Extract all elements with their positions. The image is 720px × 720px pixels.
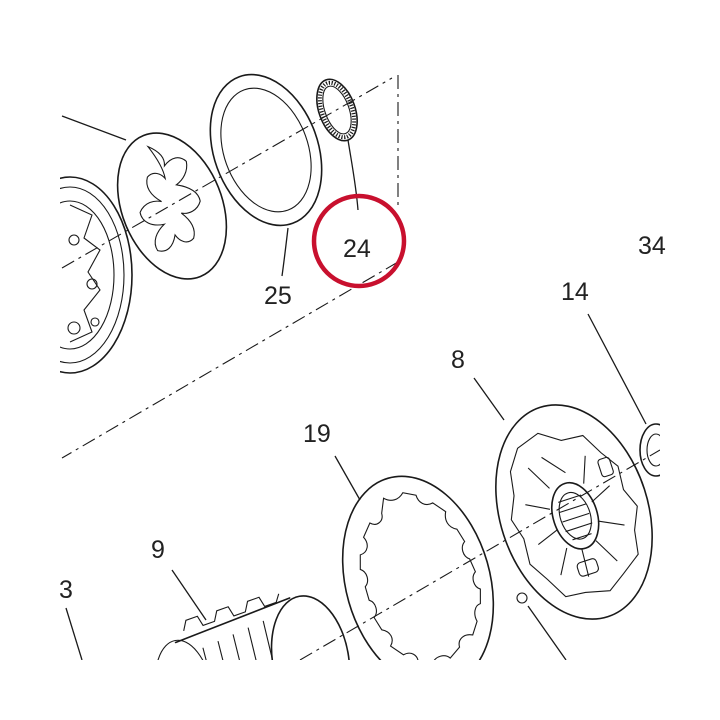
leader-left-top [61, 115, 127, 141]
highlight-circle [311, 193, 407, 289]
leader-ball [527, 605, 567, 660]
upper-axis-line [61, 77, 393, 269]
callout-8: 8 [451, 346, 465, 374]
friction-disc-part [209, 73, 323, 227]
callout-25: 25 [264, 282, 292, 310]
leader-19 [334, 455, 361, 501]
pressure-plate-part [495, 404, 653, 620]
lower-axis-line [61, 261, 399, 459]
assembly-axes [61, 75, 660, 660]
callout-9: 9 [151, 536, 165, 564]
callout-34: 34 [638, 232, 666, 260]
leader-3 [65, 607, 83, 660]
steel-disc-part [341, 475, 495, 660]
small-ring-part [639, 423, 660, 477]
spring-plate-part [116, 132, 228, 280]
clutch-hub-part [154, 593, 351, 660]
right-axis-line [299, 449, 660, 660]
leader-24 [347, 139, 359, 211]
callout-3: 3 [59, 576, 73, 604]
leader-8 [473, 377, 505, 421]
leader-14 [587, 313, 647, 425]
callout-14: 14 [561, 278, 589, 306]
callout-19: 19 [303, 420, 331, 448]
leader-25 [281, 227, 289, 277]
clutch-drum-part [60, 176, 133, 374]
leader-9 [171, 569, 207, 621]
small-ball-part [516, 592, 528, 604]
callout-24: 24 [343, 235, 371, 263]
